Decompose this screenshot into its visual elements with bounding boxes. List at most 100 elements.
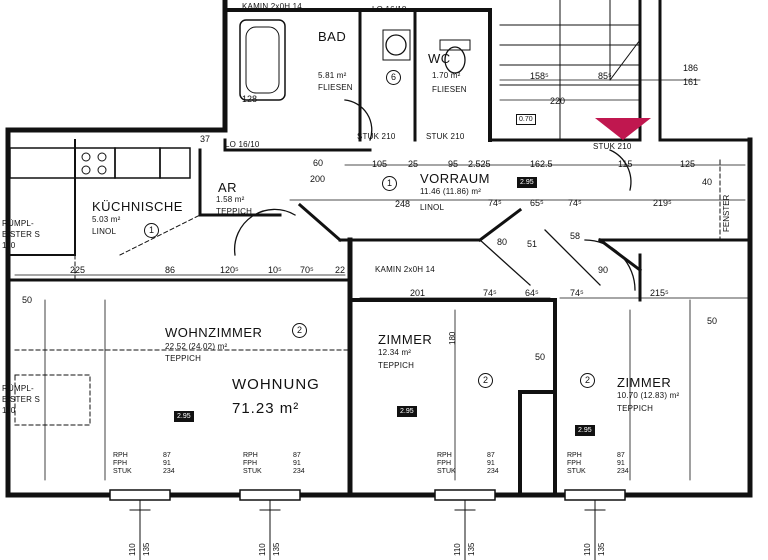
stuk-note: STUK 210	[357, 132, 396, 141]
dimension-label: 50	[22, 295, 33, 305]
stair-wall	[488, 0, 642, 142]
dimension-label: 74⁵	[488, 198, 502, 208]
room-floor-wohnzimmer: TEPPICH	[165, 354, 202, 363]
room-area-ar: 1.58 m²	[216, 195, 245, 204]
room-number-kuechen: 1	[144, 223, 159, 238]
dimension-label: 2.525	[468, 159, 491, 169]
dimension-label: 60	[313, 158, 324, 168]
room-area-zimmer1: 12.34 m²	[378, 348, 412, 357]
dimension-label: 22	[335, 265, 346, 275]
outer-wall	[5, 127, 753, 498]
height-tag: 2.95	[174, 411, 194, 422]
kitchen-unit	[9, 147, 76, 179]
height-tag: 2.95	[517, 177, 537, 188]
dimension-label: 200	[310, 174, 326, 184]
room-number-zimmer2: 2	[580, 373, 595, 388]
dimension-label: 215⁵	[650, 288, 669, 298]
outer-wall-top	[5, 0, 228, 133]
axis-label: 110	[258, 543, 267, 556]
dimension-label: 90	[598, 265, 609, 275]
dimension-label: 50	[535, 352, 546, 362]
axis-label: 110	[453, 543, 462, 556]
dimension-label: 85⁵	[598, 71, 612, 81]
dimension-label: 161	[683, 77, 699, 87]
height-tag: 2.95	[397, 406, 417, 417]
stove	[74, 147, 116, 179]
axis-label: 135	[142, 542, 151, 556]
dimension-label: 158⁵	[530, 71, 549, 81]
room-number-bad: 6	[386, 70, 401, 85]
dimension-label: 120⁵	[220, 265, 239, 275]
room-number-vorraum: 1	[382, 176, 397, 191]
room-floor-bad: FLIESEN	[318, 83, 353, 92]
right-wall	[658, 0, 752, 142]
room-name-bad: BAD	[318, 29, 347, 44]
chimney-note: KAMIN 2x0H 14	[242, 2, 302, 11]
axis-label: 110	[128, 543, 137, 556]
room-floor-ar: TEPPICH	[216, 207, 253, 216]
door-swing	[344, 99, 373, 141]
room-name-vorraum: VORRAUM	[420, 171, 490, 186]
dimension-label: 248	[395, 199, 411, 209]
dimension-label: 64⁵	[525, 288, 539, 298]
room-floor-kuechen: LINOL	[92, 227, 117, 236]
window-note: FENSTER	[722, 194, 731, 232]
washer	[385, 34, 407, 56]
dimension-label: 95	[448, 159, 459, 169]
dimension-label: 186	[683, 63, 699, 73]
door-swing	[233, 208, 296, 256]
room-name-wohnzimmer: WOHNZIMMER	[165, 325, 263, 340]
door-swing	[479, 239, 531, 286]
dimension-label: 105	[372, 159, 388, 169]
dimension-label: 128	[242, 94, 258, 104]
dimension-label: 74⁵	[568, 198, 582, 208]
dimension-label: 70⁵	[300, 265, 314, 275]
dimension-label: 65⁵	[530, 198, 544, 208]
dimension-label: 162.5	[530, 159, 553, 169]
ruempel-note: RÜMPL- EISTER S 110	[2, 219, 41, 250]
room-number-zimmer1: 2	[478, 373, 493, 388]
toilet	[444, 46, 466, 74]
axis-label: 135	[597, 542, 606, 556]
dimension-label: 37	[200, 134, 211, 144]
room-area-zimmer2: 10.70 (12.83) m²	[617, 391, 680, 400]
dimension-label: 58	[570, 231, 581, 241]
axis-label: 135	[272, 542, 281, 556]
inner-wall	[198, 148, 282, 217]
room-area-kuechen: 5.03 m²	[92, 215, 121, 224]
dimension-label: 125	[680, 159, 696, 169]
dimension-label: 50	[707, 316, 718, 326]
room-name-wc: WC	[428, 51, 451, 66]
room-area-wohnzimmer: 22.52 (24.02) m²	[165, 342, 228, 351]
room-floor-vorraum: LINOL	[420, 203, 445, 212]
dimension-label: 74⁵	[483, 288, 497, 298]
lo-note: LO 16/18	[372, 5, 407, 14]
dimension-label: 10⁵	[268, 265, 282, 275]
dimension-label: 115	[618, 159, 633, 169]
dimension-label: 220	[550, 96, 566, 106]
dimension-label: 219⁵	[653, 198, 672, 208]
room-area-wc: 1.70 m²	[432, 71, 461, 80]
ruempel-note: RÜMPL- EISTER S 110	[2, 384, 41, 415]
height-tag: 2.95	[575, 425, 595, 436]
sink	[159, 147, 191, 179]
room-floor-wc: FLIESEN	[432, 85, 467, 94]
room-number-wohnzimmer: 2	[292, 323, 307, 338]
room-floor-zimmer2: TEPPICH	[617, 404, 654, 413]
stair	[499, 0, 641, 141]
dimension-label: 201	[410, 288, 426, 298]
stuk-note: STUK 210	[593, 142, 632, 151]
room-floor-zimmer1: TEPPICH	[378, 361, 415, 370]
dimension-label: 25	[408, 159, 419, 169]
inner-wall	[223, 138, 372, 152]
dimension-label: 51	[527, 239, 538, 249]
